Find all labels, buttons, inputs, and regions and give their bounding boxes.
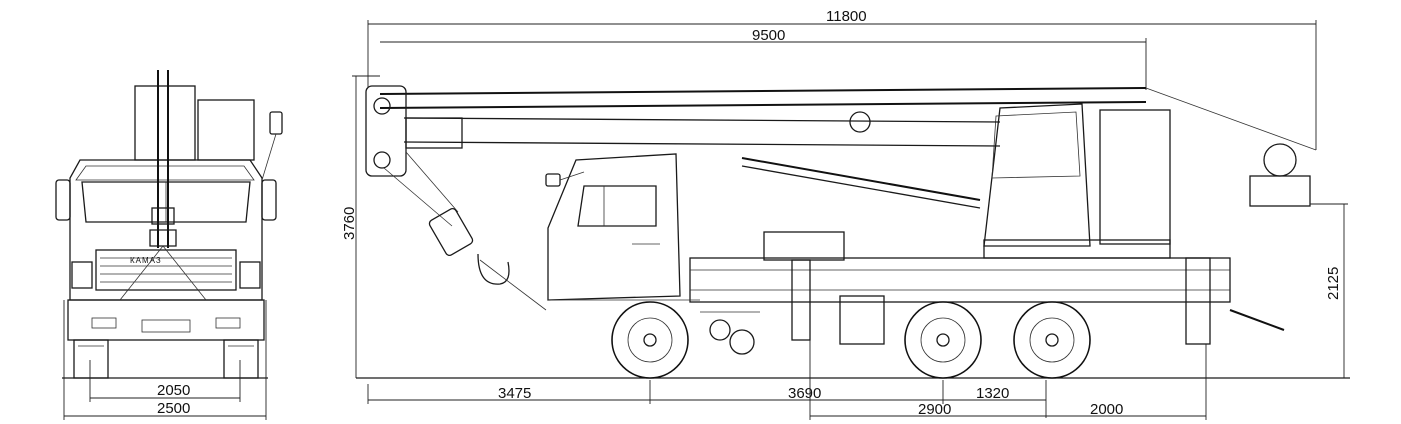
dim-wheelbase-front: 3690	[788, 385, 821, 402]
dim-height: 3760	[341, 207, 358, 240]
rear-wheel-1	[904, 301, 982, 379]
brand-logo-text: КАМАЗ	[130, 256, 162, 265]
dim-overall-length: 11800	[826, 8, 867, 25]
dim-rear-span: 2900	[918, 401, 951, 418]
rear-wheel-2	[1013, 301, 1091, 379]
side-dimensions: 11800 9500 3760 2125 3475 3690 1320 2900…	[341, 8, 1348, 420]
side-view	[356, 85, 1350, 379]
dim-overall-width: 2500	[157, 400, 190, 417]
dim-axle-spacing: 1320	[976, 385, 1009, 402]
dim-rear-overhang: 2000	[1090, 401, 1123, 418]
dim-boom-length: 9500	[752, 27, 785, 44]
front-wheel	[611, 301, 689, 379]
front-view: КАМАЗ 2050 2500	[55, 70, 283, 420]
dim-front-overhang: 3475	[498, 385, 531, 402]
dim-track-width: 2050	[157, 382, 190, 399]
dim-outrigger-height: 2125	[1325, 267, 1342, 300]
